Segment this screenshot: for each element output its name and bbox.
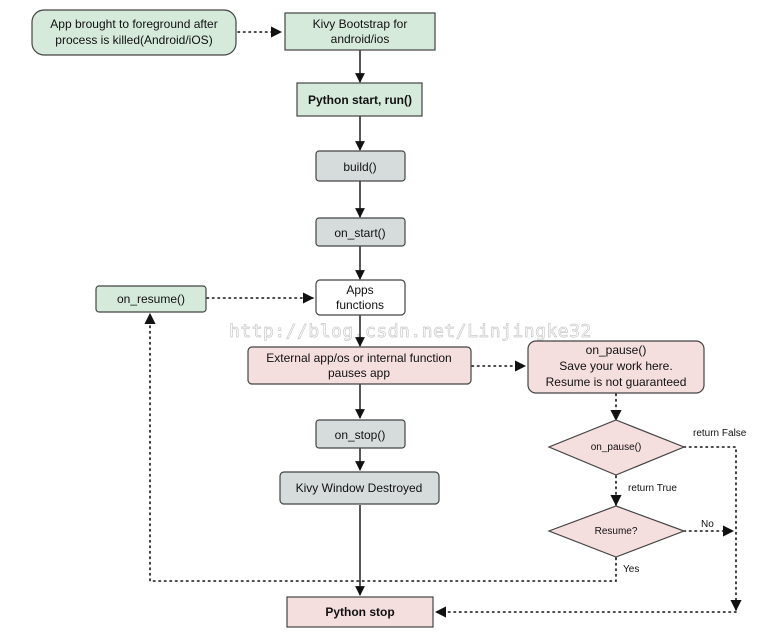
svg-text:External app/os or internal f: External app/os or internal function	[266, 351, 451, 365]
node-foreground: App brought to foreground after process …	[31, 9, 237, 56]
svg-text:Apps: Apps	[346, 283, 373, 297]
node-on-pause-decision: on_pause()	[547, 419, 686, 476]
node-python-start: Python start, run()	[296, 82, 423, 117]
label-no: No	[701, 519, 714, 530]
dotted-edges	[144, 26, 742, 618]
svg-text:Save your work here.: Save your work here.	[559, 359, 672, 373]
svg-text:Python stop: Python stop	[325, 605, 394, 619]
svg-text:Kivy Bootstrap for: Kivy Bootstrap for	[313, 17, 408, 31]
svg-text:on_resume(): on_resume()	[117, 292, 185, 306]
svg-text:on_stop(): on_stop()	[335, 428, 386, 442]
watermark: http://blog.csdn.net/Linjingke32	[229, 321, 592, 342]
node-on-resume: on_resume()	[95, 285, 207, 313]
label-yes: Yes	[623, 564, 639, 575]
node-build: build()	[315, 150, 406, 182]
label-return-true: return True	[628, 483, 677, 494]
svg-text:functions: functions	[336, 298, 384, 312]
node-on-start: on_start()	[315, 217, 406, 247]
node-external-pause: External app/os or internal function pau…	[247, 346, 472, 385]
svg-text:android/ios: android/ios	[331, 32, 390, 46]
svg-text:on_start(): on_start()	[334, 226, 385, 240]
edge-decision-return-false	[683, 446, 742, 612]
node-apps-functions: Apps functions	[315, 279, 406, 316]
node-resume-decision: Resume?	[547, 505, 686, 558]
svg-text:Python start, run(): Python start, run()	[308, 93, 412, 107]
svg-text:process is killed(Android/iOS): process is killed(Android/iOS)	[55, 33, 212, 47]
node-window-destroyed: Kivy Window Destroyed	[279, 471, 440, 505]
svg-text:on_pause(): on_pause()	[591, 442, 642, 453]
label-return-false: return False	[693, 428, 747, 439]
node-on-pause-box: on_pause() Save your work here. Resume i…	[527, 340, 705, 394]
svg-text:App brought to foreground afte: App brought to foreground after	[50, 17, 217, 31]
node-bootstrap: Kivy Bootstrap for android/ios	[284, 12, 436, 51]
svg-text:Kivy Window Destroyed: Kivy Window Destroyed	[296, 481, 423, 495]
edge-resume-yes	[144, 312, 617, 582]
svg-text:on_pause(): on_pause()	[586, 343, 647, 357]
svg-text:Resume is not guaranteed: Resume is not guaranteed	[546, 375, 687, 389]
node-python-stop: Python stop	[286, 596, 434, 628]
svg-text:build(): build()	[343, 160, 376, 174]
svg-text:Resume?: Resume?	[595, 526, 638, 537]
svg-text:pauses app: pauses app	[328, 366, 390, 380]
node-on-stop: on_stop()	[315, 419, 406, 449]
